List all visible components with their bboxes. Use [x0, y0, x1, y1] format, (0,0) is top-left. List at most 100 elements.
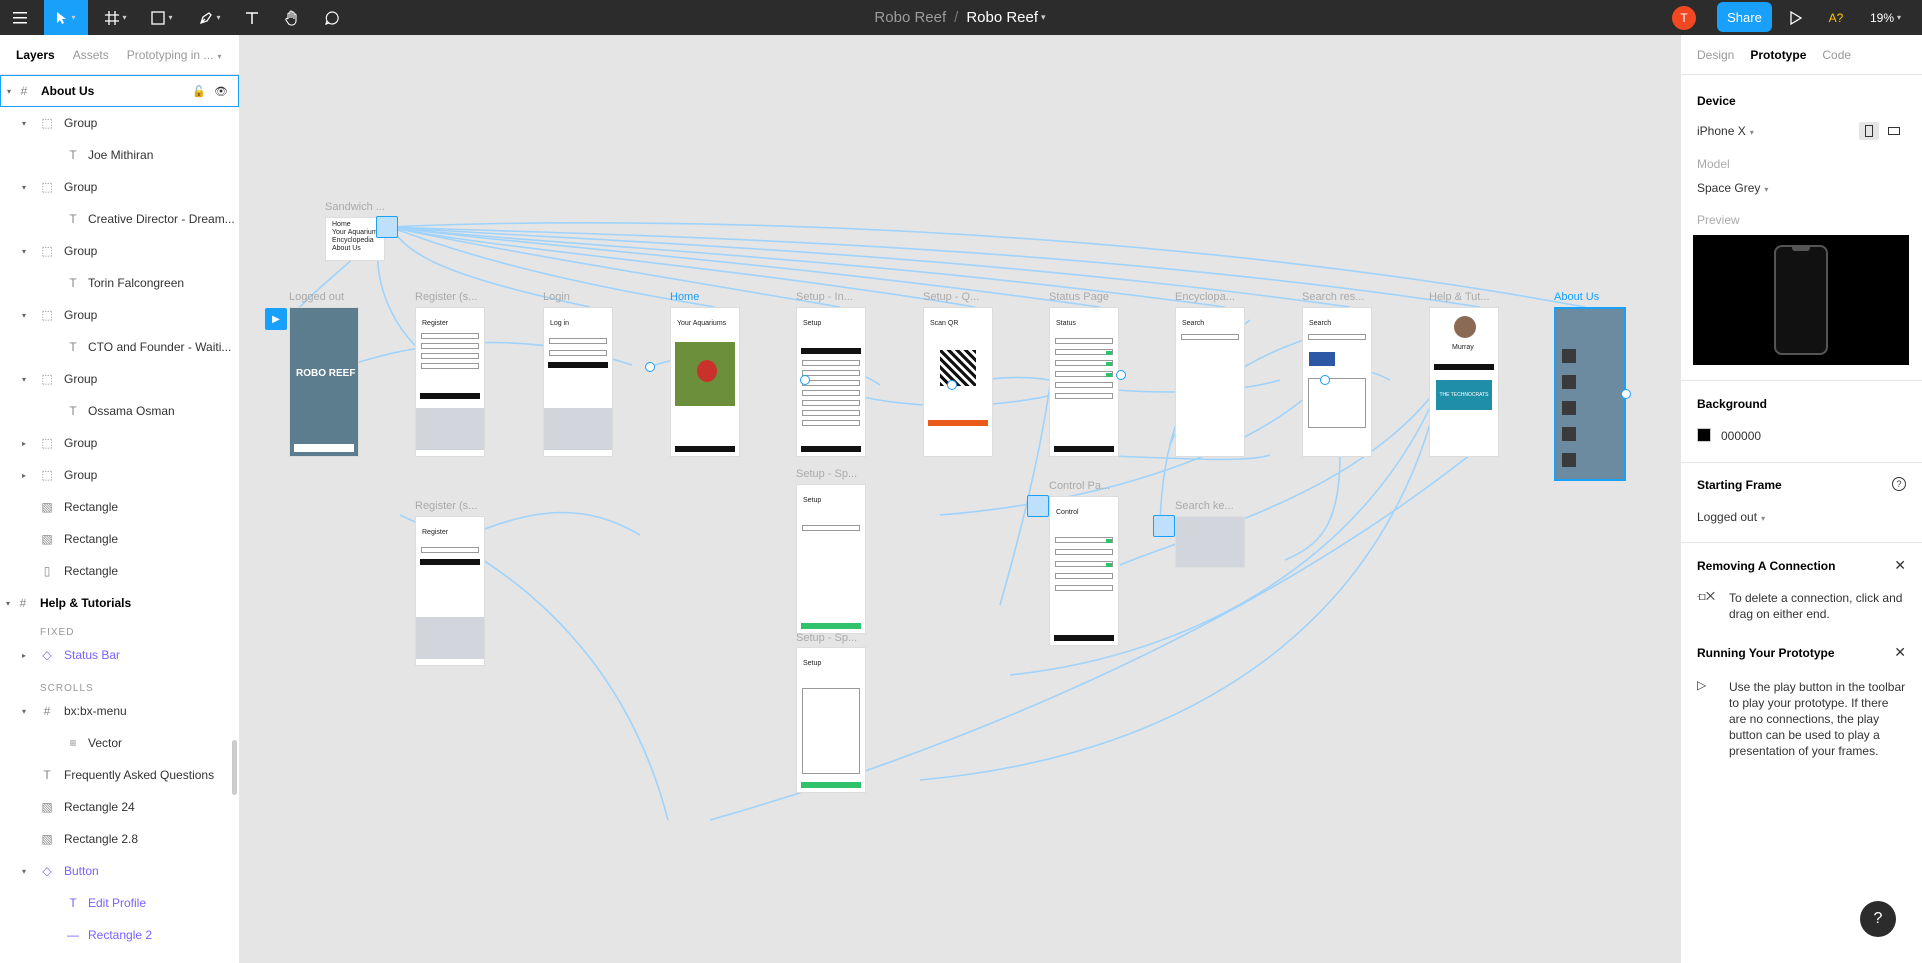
- connection-node[interactable]: [947, 380, 957, 390]
- overlay-icon[interactable]: [376, 216, 398, 238]
- frame-label-search-results[interactable]: Search res...: [1302, 291, 1365, 303]
- frame-encyclopedia[interactable]: Search: [1175, 307, 1245, 457]
- layer-row[interactable]: ▯ Rectangle: [0, 555, 239, 587]
- chevron-down-icon[interactable]: ▾: [21, 866, 26, 876]
- layer-row[interactable]: T Edit Profile: [0, 887, 239, 919]
- layer-row[interactable]: ▾ ⬚ Group: [0, 235, 239, 267]
- frame-label-setup-intro[interactable]: Setup - In...: [796, 291, 853, 303]
- canvas[interactable]: Sandwich ... Home Your Aquariums Encyclo…: [240, 35, 1680, 963]
- frame-label-register[interactable]: Register (s...: [415, 291, 478, 303]
- frame-sandwich-menu[interactable]: Home Your Aquariums Encyclopedia About U…: [325, 217, 385, 261]
- layer-row[interactable]: ▾ ⬚ Group: [0, 363, 239, 395]
- frame-label-encyclopedia[interactable]: Encyclopa...: [1175, 291, 1235, 303]
- layer-row[interactable]: T Torin Falcongreen: [0, 267, 239, 299]
- background-hex-input[interactable]: 000000: [1721, 429, 1762, 443]
- model-select[interactable]: Space Grey▾: [1697, 181, 1768, 195]
- layer-row[interactable]: ▾ ⬚ Group: [0, 299, 239, 331]
- connection-node[interactable]: [1621, 389, 1631, 399]
- frame-label-search-keyboard[interactable]: Search ke...: [1175, 500, 1234, 512]
- tab-prototype[interactable]: Prototype: [1750, 47, 1807, 62]
- connection-node[interactable]: [1320, 375, 1330, 385]
- layer-row[interactable]: ▾ ⬚ Group: [0, 107, 239, 139]
- frame-login[interactable]: Log in: [543, 307, 613, 457]
- eye-icon[interactable]: 👁: [214, 85, 228, 98]
- pen-tool-button[interactable]: ▾: [192, 0, 228, 35]
- chevron-down-icon[interactable]: ▾: [5, 598, 10, 608]
- frame-label-status[interactable]: Status Page: [1049, 291, 1109, 303]
- text-tool-button[interactable]: [240, 0, 264, 35]
- avatar[interactable]: T: [1672, 6, 1696, 30]
- frame-help-tutorials[interactable]: Murray THE TECHNOCRATS: [1429, 307, 1499, 457]
- chevron-down-icon[interactable]: ▾: [21, 118, 26, 128]
- frame-label-sandwich[interactable]: Sandwich ...: [325, 201, 385, 213]
- overlay-icon[interactable]: [1153, 515, 1175, 537]
- frame-register-2[interactable]: Register: [415, 516, 485, 666]
- layer-row[interactable]: ▸ ⬚ Group: [0, 427, 239, 459]
- frame-status[interactable]: Status: [1049, 307, 1119, 457]
- team-name[interactable]: Robo Reef: [874, 9, 947, 26]
- present-button[interactable]: [1784, 0, 1808, 35]
- file-name[interactable]: Robo Reef: [966, 9, 1039, 26]
- move-tool-button[interactable]: ▾: [44, 0, 88, 35]
- layer-row[interactable]: T Creative Director - Dream...: [0, 203, 239, 235]
- overlay-icon[interactable]: [1027, 495, 1049, 517]
- frame-home[interactable]: Your Aquariums: [670, 307, 740, 457]
- background-color-swatch[interactable]: [1697, 428, 1711, 442]
- chevron-down-icon[interactable]: ▾: [21, 246, 26, 256]
- layers-scrollbar[interactable]: [232, 740, 237, 795]
- layer-row[interactable]: ▾ ◇ Button: [0, 855, 239, 887]
- frame-setup-3[interactable]: Setup: [796, 647, 866, 793]
- share-button[interactable]: Share: [1717, 2, 1772, 32]
- layer-row[interactable]: ▧ Rectangle: [0, 491, 239, 523]
- chevron-down-icon[interactable]: ▾: [21, 374, 26, 384]
- frame-label-home[interactable]: Home: [670, 291, 700, 303]
- frame-about-us[interactable]: [1554, 307, 1626, 481]
- hand-tool-button[interactable]: [280, 0, 304, 35]
- layer-row-about-us[interactable]: ▾ # About Us 🔓 👁: [0, 75, 239, 107]
- chevron-right-icon[interactable]: ▸: [21, 650, 26, 660]
- frame-tool-button[interactable]: ▾: [98, 0, 134, 35]
- connection-node[interactable]: [645, 362, 655, 372]
- frame-label-setup-3[interactable]: Setup - Sp...: [796, 632, 858, 644]
- comment-tool-button[interactable]: [320, 0, 344, 35]
- layer-row[interactable]: ▸ ◇ Status Bar: [0, 639, 239, 671]
- frame-search-results[interactable]: Search: [1302, 307, 1372, 457]
- shape-tool-button[interactable]: ▾: [144, 0, 180, 35]
- layer-row[interactable]: T Joe Mithiran: [0, 139, 239, 171]
- chevron-down-icon[interactable]: ▾: [6, 86, 11, 96]
- frame-label-control[interactable]: Control Pa...: [1049, 480, 1111, 492]
- frame-label-register-2[interactable]: Register (s...: [415, 500, 478, 512]
- layer-row[interactable]: ▧ Rectangle 2.8: [0, 823, 239, 855]
- frame-control-panel[interactable]: Control: [1049, 496, 1119, 646]
- zoom-control[interactable]: 19% ▾: [1870, 0, 1901, 35]
- frame-setup-intro[interactable]: Setup: [796, 307, 866, 457]
- tab-layers[interactable]: Layers: [16, 47, 55, 62]
- chevron-right-icon[interactable]: ▸: [21, 438, 26, 448]
- connection-node[interactable]: [800, 375, 810, 385]
- layer-row[interactable]: T CTO and Founder - Waiti...: [0, 331, 239, 363]
- frame-label-about-us[interactable]: About Us: [1554, 291, 1600, 303]
- layer-row[interactable]: ▸ ⬚ Group: [0, 459, 239, 491]
- lock-icon[interactable]: 🔓: [192, 85, 207, 98]
- chevron-right-icon[interactable]: ▸: [21, 470, 26, 480]
- layer-row[interactable]: ▧ Rectangle 24: [0, 791, 239, 823]
- chevron-down-icon[interactable]: ▾: [21, 706, 26, 716]
- layer-row[interactable]: T Frequently Asked Questions: [0, 759, 239, 791]
- frame-label-login[interactable]: Login: [543, 291, 570, 303]
- frame-search-keyboard[interactable]: [1175, 516, 1245, 568]
- layer-row[interactable]: ▾ # bx:bx-menu: [0, 695, 239, 727]
- file-title[interactable]: Robo Reef / Robo Reef ▾: [760, 0, 1160, 35]
- landscape-button[interactable]: [1884, 122, 1904, 140]
- frame-label-setup-2[interactable]: Setup - Sp...: [796, 468, 858, 480]
- close-icon[interactable]: ✕: [1894, 644, 1906, 660]
- close-icon[interactable]: ✕: [1894, 557, 1906, 573]
- frame-setup-qr[interactable]: Scan QR: [923, 307, 993, 457]
- chevron-down-icon[interactable]: ▾: [21, 310, 26, 320]
- frame-label-logged-out[interactable]: Logged out: [289, 291, 345, 303]
- tab-code[interactable]: Code: [1822, 47, 1852, 62]
- layer-row[interactable]: ≡ Vector: [0, 727, 239, 759]
- help-button[interactable]: ?: [1860, 901, 1896, 937]
- flow-starting-point[interactable]: ▶: [265, 308, 287, 330]
- connection-node[interactable]: [1116, 370, 1126, 380]
- frame-label-help[interactable]: Help & Tut...: [1429, 291, 1490, 303]
